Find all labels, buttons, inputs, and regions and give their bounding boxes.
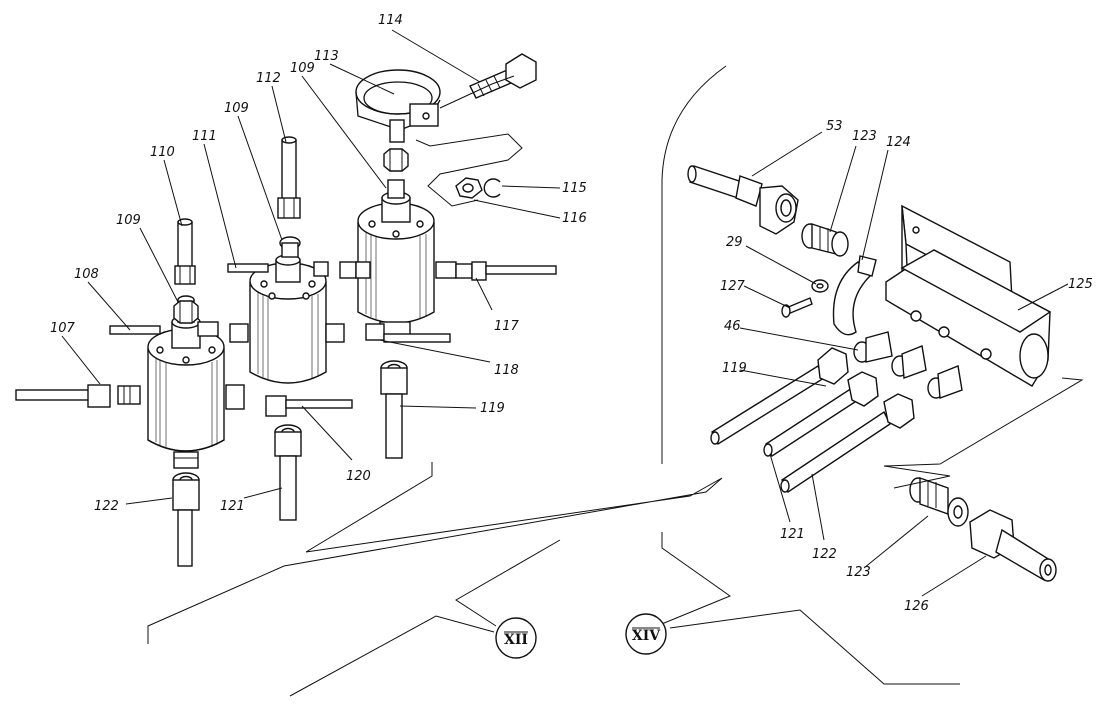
part-label: 117 [494,319,520,334]
nut-washer-115-116 [455,177,501,199]
part-label: 29 [726,235,743,250]
tube-53 [687,165,799,235]
clip-124 [832,255,877,336]
part-label: 121 [780,527,805,542]
bolt-114 [469,53,537,99]
part-label: 120 [346,469,371,484]
part-label: 118 [494,363,519,378]
part-label: 110 [150,145,175,160]
part-label: 115 [562,181,587,196]
part-label: 53 [826,119,843,134]
filter-canister-right [357,179,435,337]
tube-119-left [380,360,408,459]
tube-110 [174,218,196,285]
filter-canister-middle [249,236,327,384]
side-fittings-middle [227,261,357,417]
tubes-right [710,347,915,494]
distribution-block-125 [885,204,1052,387]
part-label: 121 [220,499,245,514]
nut-icon [173,300,199,324]
part-label: 114 [378,13,403,28]
screw-127 [781,297,813,318]
filter-assembly-xii [15,29,723,697]
part-label: 125 [1068,277,1093,292]
view-label: XIV [632,628,661,644]
part-label: 124 [886,135,911,150]
part-label: 126 [904,599,929,614]
part-label: 108 [74,267,99,282]
fitting-123-top [801,223,849,257]
part-label: 109 [224,101,249,116]
part-label: 122 [812,547,837,562]
distribution-block-xiv [651,65,1084,685]
view-marker-xiv: XIV [625,613,667,655]
part-label: 122 [94,499,119,514]
part-label: 119 [480,401,505,416]
clamp-113 [355,69,441,143]
part-label: 123 [852,129,877,144]
part-label: 111 [192,129,217,144]
view-label: XII [504,632,528,648]
view-marker-xii: XII [495,617,537,659]
nut-icon [383,148,409,172]
part-label: 112 [256,71,281,86]
tube-126 [969,509,1057,582]
tube-121-left [274,424,302,521]
part-label: 109 [116,213,141,228]
part-label: 107 [50,321,76,336]
part-label: 123 [846,565,871,580]
part-label: 127 [720,279,746,294]
part-label: 113 [314,49,339,64]
tube-122-left [172,472,200,567]
side-fittings-left [15,321,245,410]
side-fittings-right [355,261,557,343]
part-label: 109 [290,61,315,76]
part-label: 119 [722,361,747,376]
part-labels: 107 108 109 110 111 109 112 109 113 114 … [50,13,1093,614]
part-label: 46 [724,319,741,334]
part-label: 116 [562,211,587,226]
fittings-46 [853,331,963,399]
tube-112 [277,136,301,219]
fitting-123-bottom [909,477,969,527]
